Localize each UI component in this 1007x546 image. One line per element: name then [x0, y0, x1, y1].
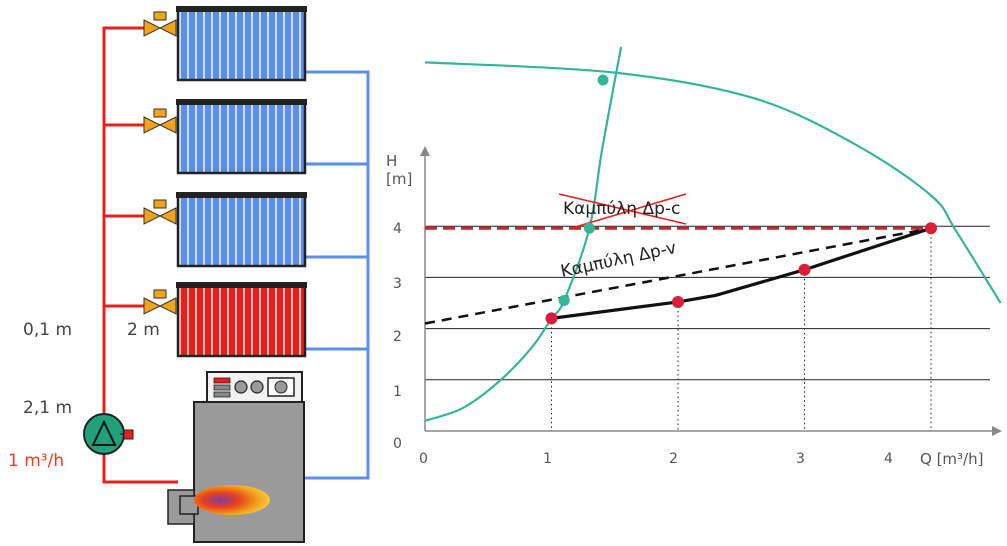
return-pipes	[305, 70, 370, 480]
radiator-3	[176, 192, 307, 268]
x-tick-label: 0	[419, 451, 428, 467]
y-axis-label: H [m]	[386, 152, 413, 188]
series-line	[424, 227, 932, 325]
pump-curve-chart	[420, 46, 1002, 436]
radiator-1	[176, 6, 307, 82]
valve-icon	[143, 289, 177, 315]
y-axis-arrow	[420, 146, 430, 156]
teal-point	[583, 222, 595, 234]
operating-point	[545, 312, 558, 325]
strike-line	[558, 193, 687, 225]
chart-dropdown-lines	[551, 228, 932, 431]
y-tick-label: 0	[393, 436, 402, 452]
y-tick-label: 1	[393, 384, 402, 400]
operating-point	[925, 222, 937, 235]
operating-point	[672, 295, 684, 308]
series-line	[424, 46, 623, 422]
radiator-head-label: 2 m	[127, 320, 160, 340]
valve-icon	[143, 11, 177, 37]
flow-rate-label: 1 m³/h	[8, 451, 65, 471]
teal-point	[597, 74, 609, 86]
chart-axes	[420, 146, 1002, 436]
x-tick-label: 4	[884, 451, 893, 467]
heating-schematic	[83, 6, 370, 543]
chart-curves	[424, 46, 1002, 422]
chart-points	[545, 74, 937, 325]
boiler-icon	[167, 371, 305, 543]
x-tick-label: 3	[796, 451, 805, 467]
strike-line	[571, 193, 687, 229]
x-axis-label: Q [m³/h]	[920, 450, 984, 468]
valve-icon	[143, 199, 177, 225]
pump-icon	[83, 413, 134, 455]
pump-head-label: 2,1 m	[23, 398, 72, 418]
x-axis-arrow	[992, 426, 1002, 436]
series-line	[551, 226, 932, 320]
x-tick-label: 1	[543, 451, 552, 467]
y-tick-label: 2	[393, 329, 402, 345]
y-tick-label: 4	[393, 221, 402, 237]
supply-pipes	[102, 26, 178, 484]
radiator-4-open	[176, 282, 307, 358]
y-tick-label: 3	[393, 276, 402, 292]
series-line	[424, 61, 1002, 304]
teal-point	[558, 294, 570, 306]
chart-gridlines	[425, 225, 990, 381]
dp-c-curve-label: Καμπύλη Δp-c	[563, 199, 681, 219]
x-tick-label: 2	[669, 451, 678, 467]
valve-icon	[143, 108, 177, 134]
radiator-2	[176, 99, 307, 175]
head-loss-label: 0,1 m	[23, 320, 72, 340]
operating-point	[798, 263, 811, 276]
